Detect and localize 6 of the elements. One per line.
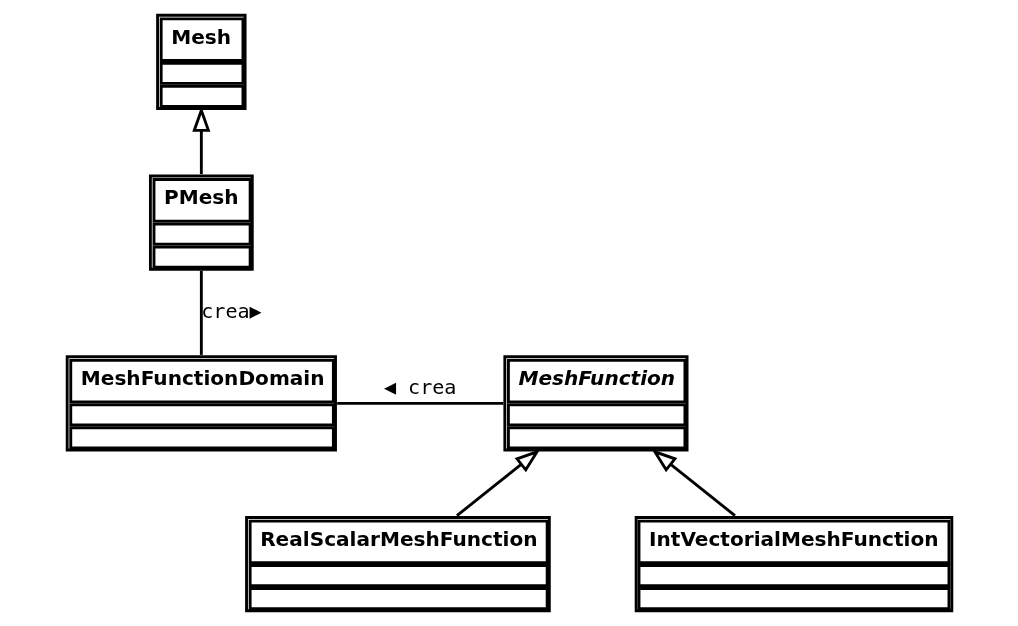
edge-label: crea▶ xyxy=(200,299,262,324)
connector xyxy=(199,270,203,355)
arrow xyxy=(650,449,736,517)
arrow xyxy=(455,449,540,517)
connector xyxy=(336,401,503,405)
edge-label: ◀ crea xyxy=(383,374,456,399)
